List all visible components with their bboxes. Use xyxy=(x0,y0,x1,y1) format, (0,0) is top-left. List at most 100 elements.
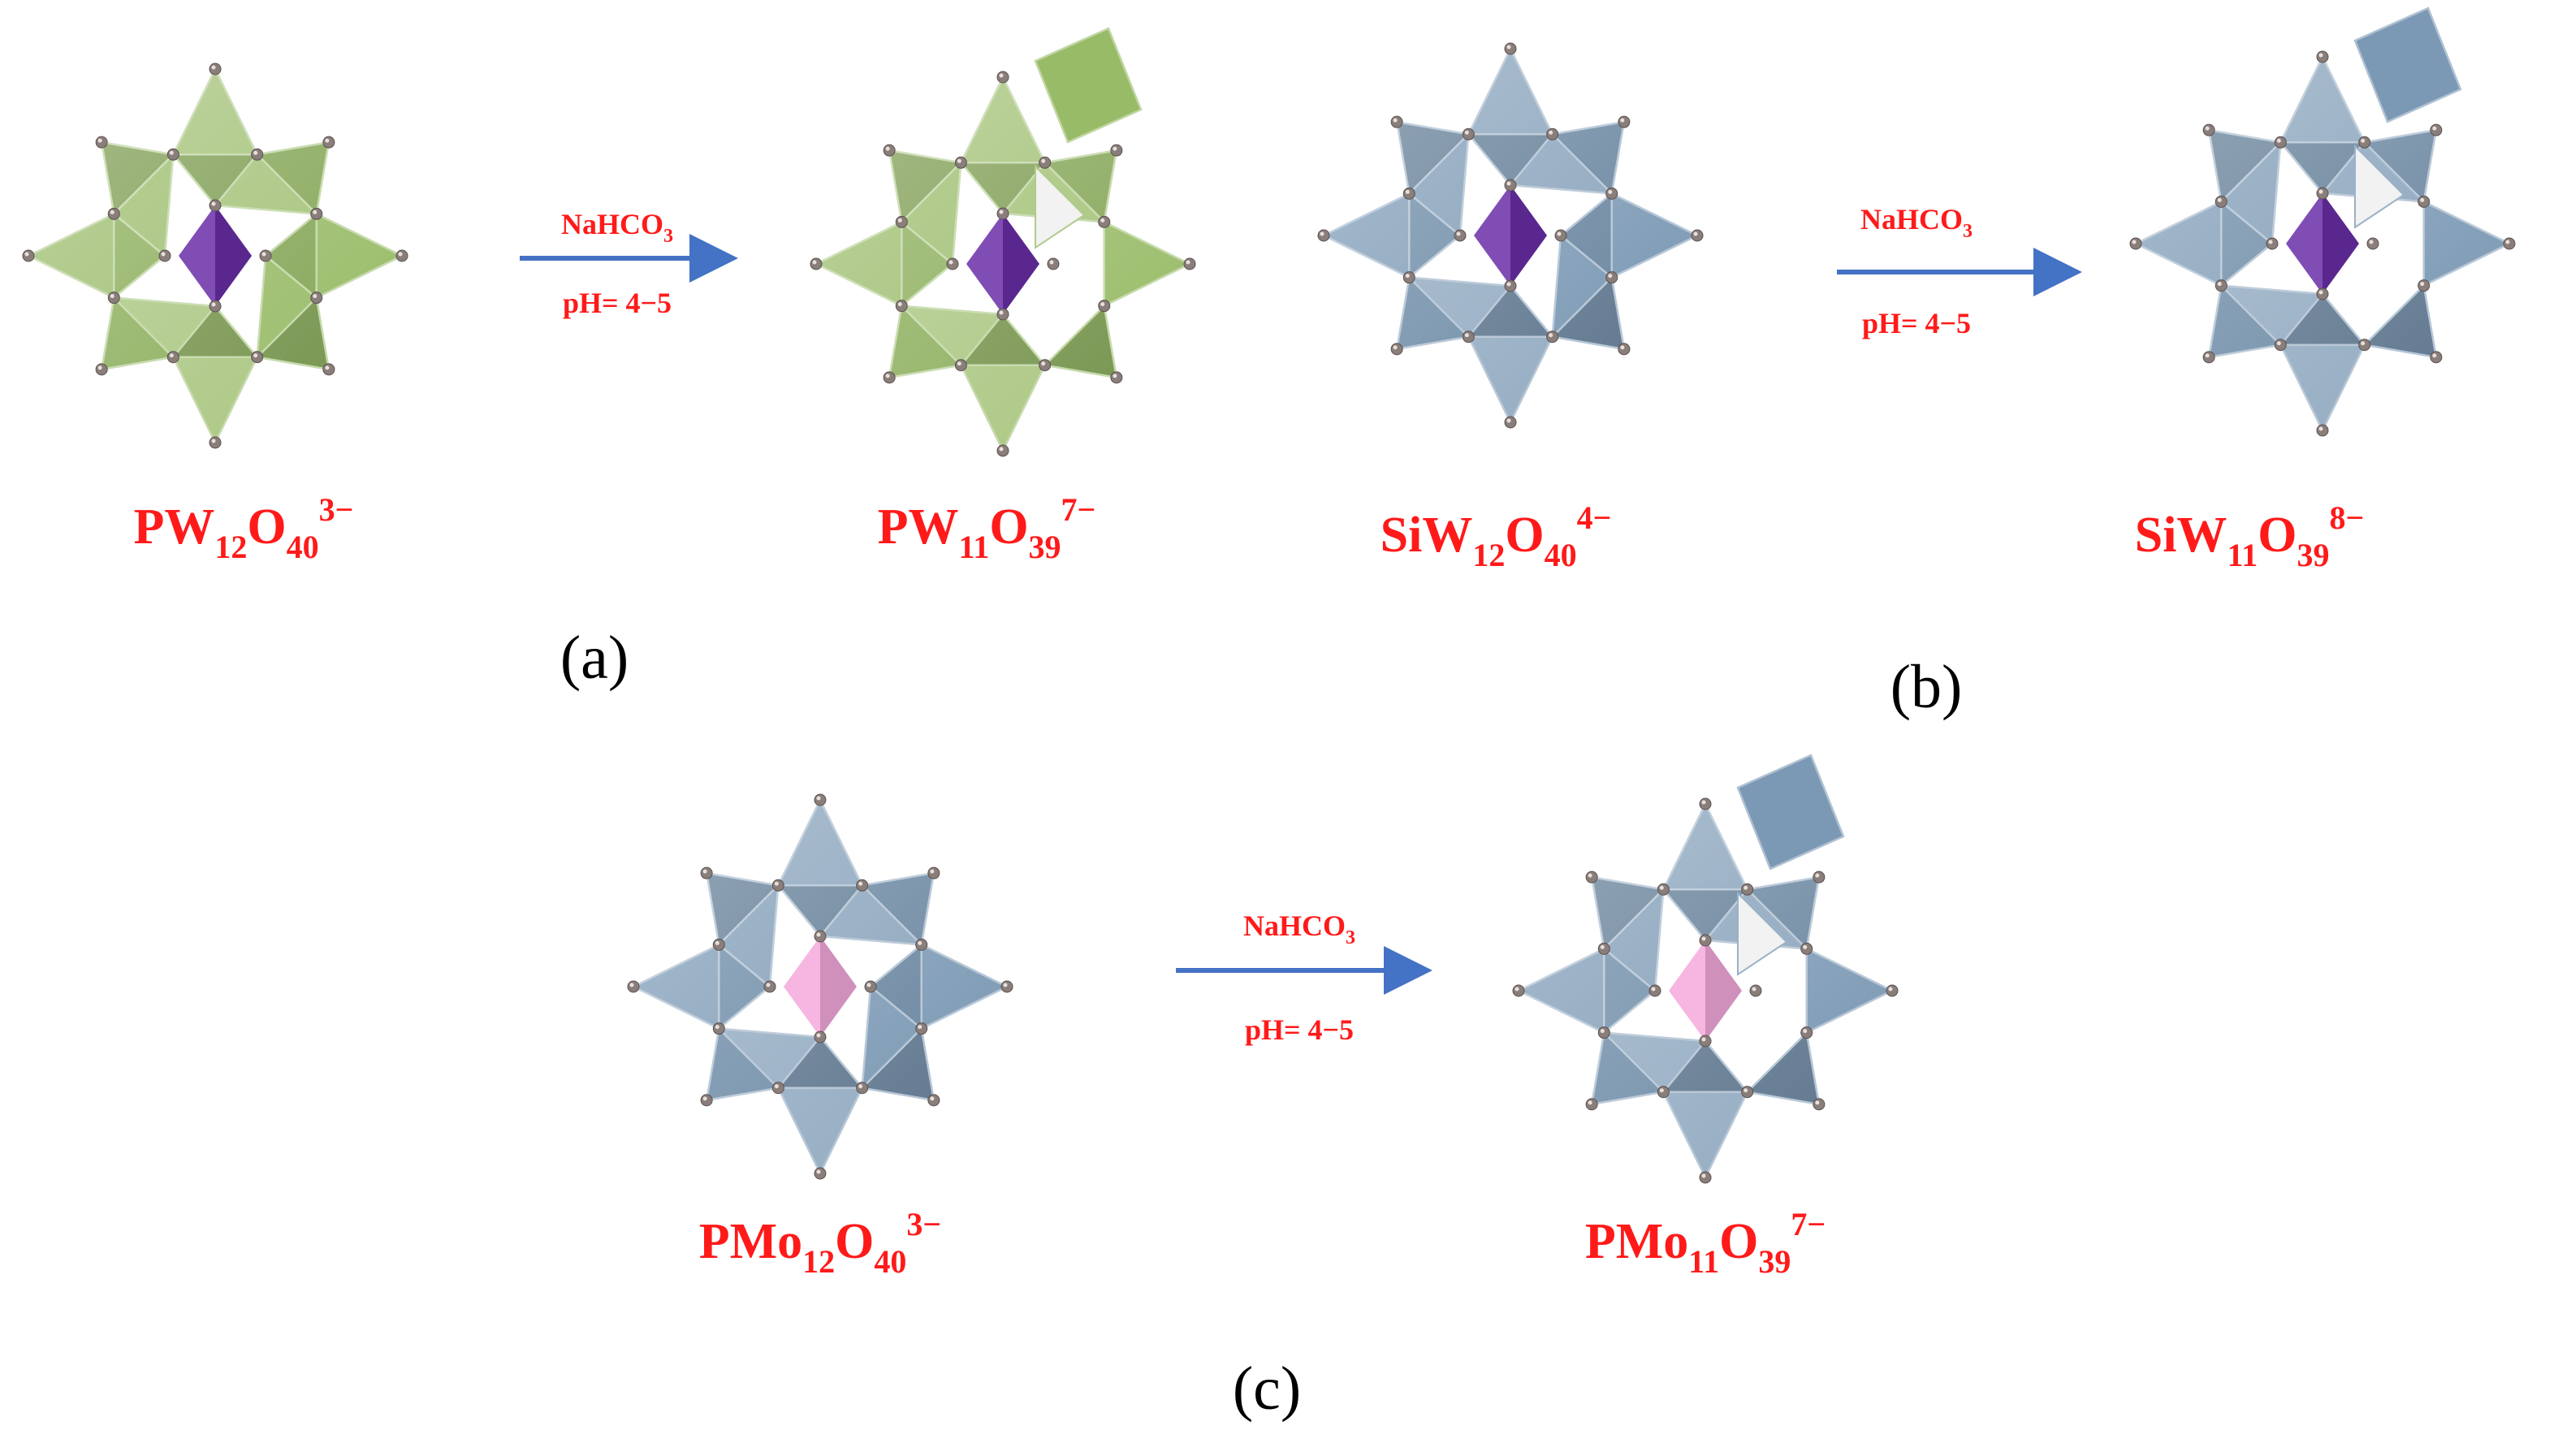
oxygen-atom xyxy=(700,1094,713,1107)
oxygen-atom xyxy=(2366,237,2379,250)
oxygen-highlight xyxy=(2132,240,2137,244)
oxygen-atom xyxy=(814,930,827,943)
reagent-c: NaHCO3 xyxy=(1243,909,1355,948)
oxygen-highlight xyxy=(2205,353,2210,358)
oxygen-highlight xyxy=(253,150,258,155)
oxygen-highlight xyxy=(1752,987,1756,992)
cluster-siw12o40 xyxy=(1317,42,1704,429)
oxygen-atom xyxy=(1504,179,1517,192)
oxygen-atom xyxy=(107,292,120,305)
oxygen-atom xyxy=(996,207,1009,220)
oxygen-atom xyxy=(1110,371,1123,384)
oxygen-highlight xyxy=(1393,118,1398,123)
reagent-a: NaHCO3 xyxy=(561,208,673,247)
oxygen-atom xyxy=(883,144,896,157)
oxygen-highlight xyxy=(1113,374,1117,378)
oxygen-highlight xyxy=(957,158,961,163)
oxygen-highlight xyxy=(1815,873,1820,878)
oxygen-atom xyxy=(251,351,264,364)
oxygen-highlight xyxy=(1701,800,1706,805)
oxygen-atom xyxy=(1504,279,1517,292)
oxygen-atom xyxy=(209,436,222,449)
oxygen-atom xyxy=(996,71,1009,84)
oxygen-atom xyxy=(1657,883,1670,896)
oxygen-atom xyxy=(1699,1035,1712,1048)
central-tetrahedron xyxy=(1510,185,1547,286)
central-tetrahedron xyxy=(179,205,215,306)
central-tetrahedron xyxy=(2323,193,2359,294)
oxygen-highlight xyxy=(858,1084,863,1089)
oxygen-highlight xyxy=(2369,240,2374,244)
oxygen-atom xyxy=(771,1082,784,1095)
oxygen-atom xyxy=(1546,331,1559,343)
oxygen-atom xyxy=(954,156,967,169)
oxygen-atom xyxy=(310,292,323,305)
oxygen-atom xyxy=(2215,195,2227,208)
shifted-octahedron xyxy=(2353,6,2462,123)
oxygen-highlight xyxy=(313,210,318,214)
oxygen-atom xyxy=(1585,871,1598,884)
oxygen-atom xyxy=(1605,271,1618,284)
oxygen-atom xyxy=(1648,984,1661,997)
oxygen-highlight xyxy=(999,73,1004,78)
oxygen-highlight xyxy=(110,294,115,299)
panel-label-c: (c) xyxy=(1232,1354,1302,1423)
oxygen-atom xyxy=(2274,136,2287,149)
oxygen-highlight xyxy=(897,302,902,307)
oxygen-highlight xyxy=(169,150,174,155)
oxygen-highlight xyxy=(2420,282,2425,287)
oxygen-atom xyxy=(1039,156,1052,169)
oxygen-atom xyxy=(864,980,877,993)
oxygen-atom xyxy=(1618,343,1631,356)
oxygen-highlight xyxy=(1113,146,1117,151)
panel-label-a: (a) xyxy=(560,624,629,692)
ph-condition-c: pH= 4−5 xyxy=(1244,1013,1355,1046)
oxygen-highlight xyxy=(161,252,166,257)
oxygen-highlight xyxy=(398,252,403,257)
formula-pw11o39: PW11O397− xyxy=(877,491,1096,565)
oxygen-highlight xyxy=(2432,126,2437,131)
oxygen-highlight xyxy=(1049,260,1054,265)
oxygen-atom xyxy=(1749,984,1762,997)
oxygen-atom xyxy=(1402,187,1415,200)
oxygen-highlight xyxy=(816,932,821,937)
oxygen-highlight xyxy=(2318,426,2323,431)
oxygen-highlight xyxy=(918,940,923,945)
oxygen-atom xyxy=(2418,279,2431,292)
oxygen-atom xyxy=(856,879,869,892)
oxygen-atom xyxy=(1585,1098,1598,1111)
ph-condition-b: pH= 4−5 xyxy=(1861,307,1972,339)
oxygen-highlight xyxy=(2361,341,2366,346)
oxygen-highlight xyxy=(999,210,1004,214)
oxygen-atom xyxy=(712,938,725,951)
oxygen-highlight xyxy=(2318,53,2323,58)
oxygen-atom xyxy=(22,249,35,262)
oxygen-atom xyxy=(1183,257,1196,270)
oxygen-atom xyxy=(1699,1171,1712,1184)
oxygen-atom xyxy=(209,300,222,313)
oxygen-highlight xyxy=(1405,274,1410,279)
vacancy xyxy=(2354,144,2405,229)
oxygen-highlight xyxy=(2217,197,2222,202)
oxygen-atom xyxy=(996,308,1009,321)
oxygen-highlight xyxy=(816,1033,821,1038)
oxygen-atom xyxy=(1504,416,1517,429)
oxygen-highlight xyxy=(918,1025,923,1030)
cluster-pmo11o39 xyxy=(1512,754,1899,1184)
oxygen-highlight xyxy=(885,146,890,151)
oxygen-highlight xyxy=(2276,341,2281,346)
oxygen-highlight xyxy=(2268,240,2273,244)
oxygen-highlight xyxy=(999,310,1004,315)
oxygen-highlight xyxy=(1803,1029,1808,1034)
oxygen-atom xyxy=(2418,195,2431,208)
oxygen-highlight xyxy=(1041,361,1046,366)
oxygen-atom xyxy=(1402,271,1415,284)
oxygen-atom xyxy=(2202,123,2215,136)
oxygen-atom xyxy=(1699,934,1712,947)
oxygen-atom xyxy=(251,148,264,161)
oxygen-atom xyxy=(1390,343,1403,356)
oxygen-atom xyxy=(95,363,108,376)
formula-siw12o40: SiW12O404− xyxy=(1380,499,1612,573)
